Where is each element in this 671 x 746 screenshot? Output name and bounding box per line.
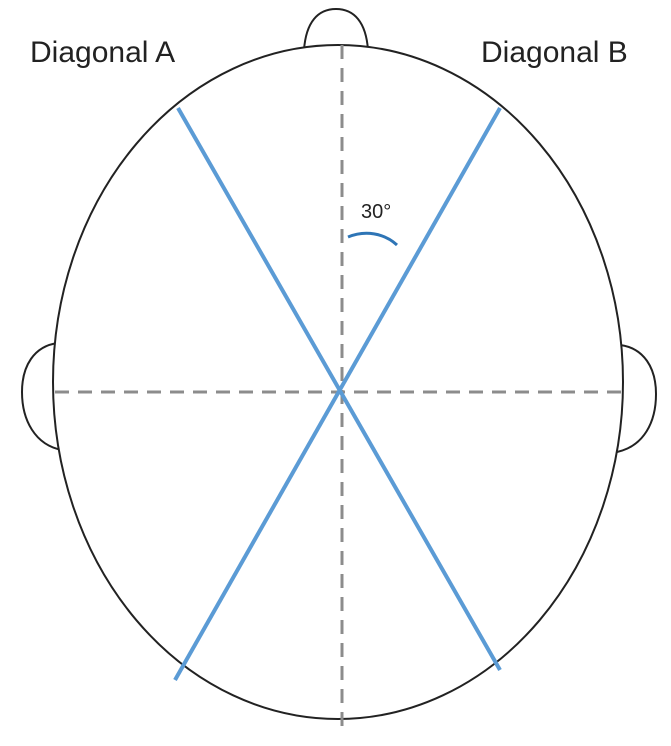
angle-arc <box>347 231 399 247</box>
nose-shape <box>303 7 369 51</box>
left-ear-shape <box>20 342 63 451</box>
diagonal-a-label: Diagonal A <box>30 36 175 69</box>
diagonal-b-line <box>173 107 502 681</box>
head-outline <box>52 44 624 720</box>
angle-label: 30° <box>361 201 391 223</box>
right-ear-shape <box>616 344 658 453</box>
diagonal-b-label: Diagonal B <box>481 36 628 69</box>
